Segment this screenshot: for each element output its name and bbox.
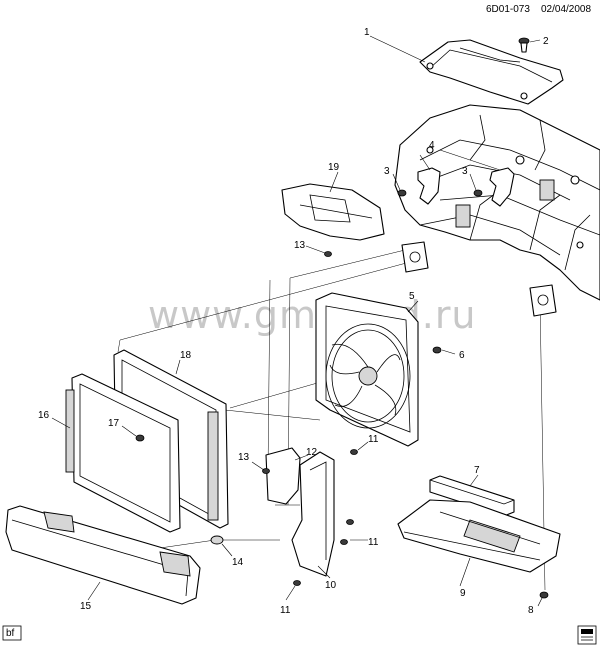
callout-14: 14 [232, 557, 244, 568]
callout-11-lower: 11 [280, 605, 291, 616]
part-11-fastener-lower [293, 580, 301, 586]
callout-2: 2 [543, 36, 549, 47]
callout-leaders [51, 35, 543, 607]
callout-7: 7 [474, 465, 480, 476]
mount-bracket-right [529, 284, 557, 317]
part-19-upper-baffle [281, 183, 385, 241]
callout-19: 19 [328, 162, 340, 173]
part-5-fan-shroud [315, 292, 419, 447]
part-15-impact-bar [5, 505, 201, 605]
callout-13-lower: 13 [238, 452, 250, 463]
part-13-fastener-upper [324, 251, 332, 257]
corner-tag-text: bf [6, 628, 15, 639]
part-11-fastener-upper [350, 449, 358, 455]
callout-8: 8 [528, 605, 534, 616]
callout-18: 18 [180, 350, 192, 361]
part-12-side-baffle [265, 447, 301, 505]
document-icon [577, 625, 597, 645]
callout-3-left: 3 [384, 166, 390, 177]
callout-5: 5 [409, 291, 415, 302]
part-8-bolt [539, 591, 549, 599]
part-13-fastener-lower [262, 468, 270, 474]
watermark: www.gmsklad.ru [148, 293, 477, 337]
callout-1: 1 [364, 27, 370, 38]
mount-bracket-left [401, 241, 429, 273]
part-11-fastener-middle [340, 519, 354, 545]
part-14-grommet [210, 535, 224, 545]
callout-4: 4 [429, 140, 435, 151]
part-16-condenser [65, 373, 181, 533]
part-17-bolt [135, 434, 145, 442]
callout-3-right: 3 [462, 166, 468, 177]
part-4-bracket-left [417, 167, 441, 205]
callout-12: 12 [306, 447, 318, 458]
part-6-bolt [432, 346, 442, 354]
callout-6: 6 [459, 350, 465, 361]
part-10-lower-baffle [291, 451, 335, 577]
callout-11-middle: 11 [368, 537, 379, 548]
corner-tag: bf [2, 625, 22, 641]
part-3-bolt-right [473, 189, 483, 197]
callout-13-upper: 13 [294, 240, 306, 251]
part-2-push-pin [518, 37, 530, 53]
part-1-air-deflector [419, 39, 564, 105]
callout-10: 10 [325, 580, 337, 591]
part-7-seal-strip [429, 475, 515, 517]
part-3-bolt-left [397, 189, 407, 197]
drawing-id: 6D01-073 [486, 4, 530, 15]
callout-17: 17 [108, 418, 120, 429]
callout-labels: 1 2 3 3 4 5 6 7 8 9 10 11 11 11 12 13 13… [38, 27, 549, 616]
drawing-date: 02/04/2008 [541, 4, 591, 15]
callout-11-upper: 11 [368, 434, 379, 445]
callout-9: 9 [460, 588, 466, 599]
part-4-bracket-right [489, 167, 515, 207]
part-9-lower-shield [397, 499, 561, 573]
callout-15: 15 [80, 601, 92, 612]
callout-16: 16 [38, 410, 50, 421]
